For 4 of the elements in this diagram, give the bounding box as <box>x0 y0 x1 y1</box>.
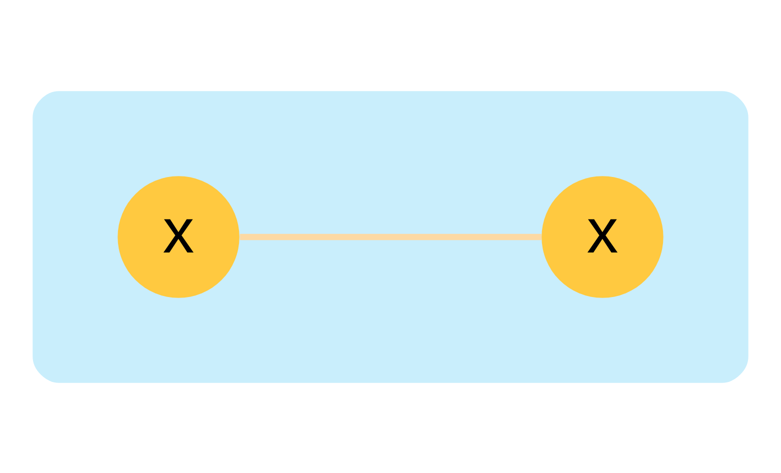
connector <box>240 233 542 240</box>
node-circle: x <box>118 176 240 298</box>
cluster <box>32 90 748 382</box>
node-circle: x <box>542 176 664 298</box>
